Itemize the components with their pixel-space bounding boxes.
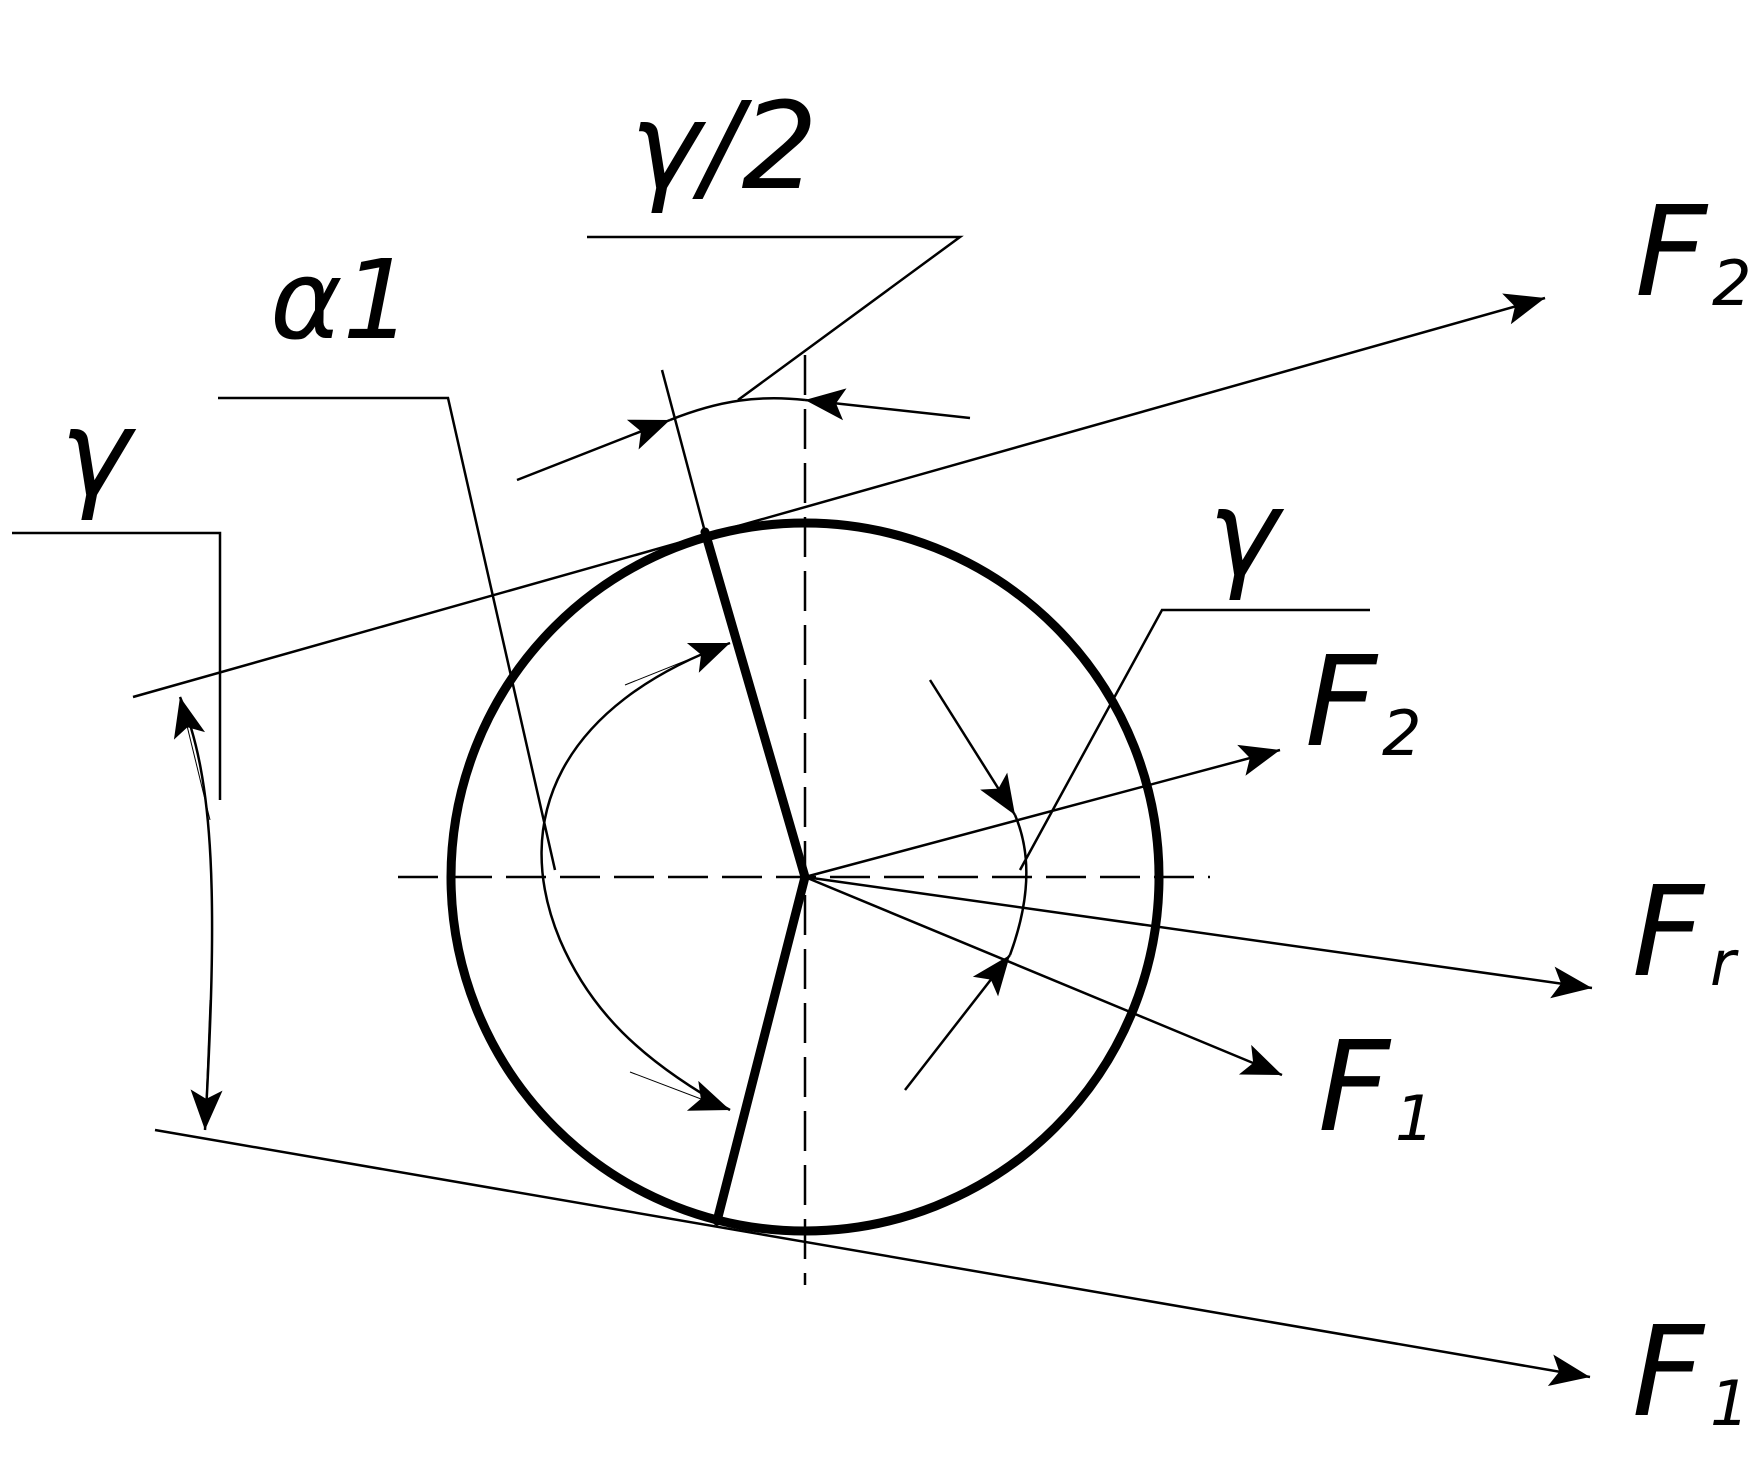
label-F2-top-sub: 2 [1712, 247, 1751, 320]
label-alpha1: α1 [270, 236, 413, 364]
vector-Fr [804, 875, 1593, 999]
gamma-half-arrow-left [516, 418, 671, 482]
leader-gamma-right [1018, 608, 1370, 871]
label-F2-top: F [1635, 180, 1709, 325]
label-Fr-sub: r [1710, 927, 1739, 1000]
upper-belt-arrow [1299, 293, 1546, 368]
lower-belt-arrow [1349, 1335, 1591, 1387]
upper-radius [700, 527, 810, 882]
label-gamma-left: γ [60, 385, 137, 524]
label-F2-mid: F [1305, 630, 1379, 775]
leader-gamma-half [587, 235, 964, 402]
alpha1-arc [540, 641, 731, 1112]
leader-alpha1 [218, 396, 557, 871]
label-F2-mid-sub: 2 [1382, 697, 1421, 770]
gamma-half-extension [660, 369, 707, 533]
gamma-inner-tick-bottom [904, 954, 1011, 1091]
vector-F2 [804, 744, 1281, 879]
alpha1-arrow-top [624, 642, 731, 686]
gamma-half-arrow-right [804, 388, 971, 421]
label-F1-mid-sub: 1 [1395, 1082, 1434, 1155]
label-Fr: F [1632, 860, 1706, 1005]
lower-radius [712, 872, 810, 1226]
gamma-left-arrow-bottom [190, 999, 223, 1131]
label-gamma-right: γ [1208, 465, 1285, 604]
vector-F1 [804, 875, 1283, 1077]
gamma-inner-tick-top [928, 679, 1017, 816]
label-F1-bottom: F [1632, 1300, 1706, 1445]
gamma-half-arc [669, 396, 806, 422]
label-F1-mid: F [1318, 1015, 1392, 1160]
alpha1-arrow-bottom [629, 1071, 731, 1111]
label-gamma-half: γ/2 [630, 78, 818, 217]
label-F1-bottom-sub: 1 [1710, 1367, 1749, 1440]
gamma-left-arrow-top [173, 696, 211, 821]
gamma-inner-arc [1008, 814, 1028, 956]
leader-gamma-left [12, 531, 222, 800]
